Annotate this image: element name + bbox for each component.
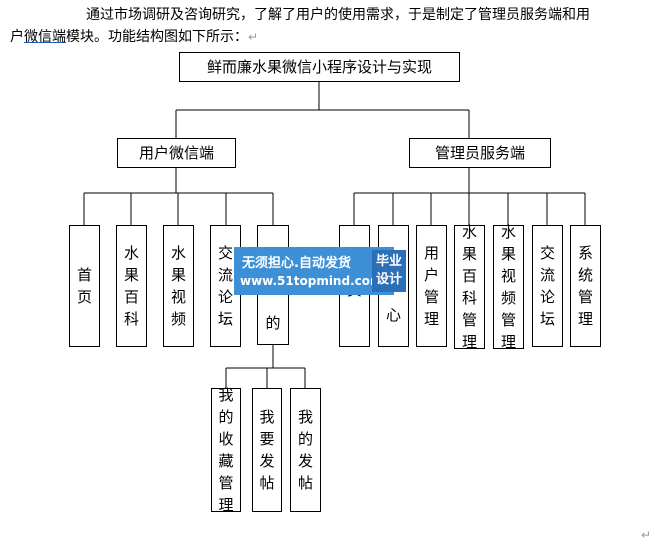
watermark-badge-2: 设计 [375, 272, 402, 287]
node-char: 论 [539, 288, 555, 306]
node-char: 果 [123, 266, 139, 284]
node-char: 收 [218, 430, 234, 448]
node-char: 理 [577, 310, 593, 328]
wechat-term: 微信端 [24, 29, 66, 45]
node-text: 用 [423, 244, 439, 262]
node-text: 心 [385, 306, 401, 324]
node-text: 我 [259, 408, 275, 426]
node-text: 水 [170, 244, 186, 262]
user-node-home: 首页 [69, 225, 100, 347]
admin-node-video-mgmt: 水果视频管理 [493, 223, 524, 351]
admin-node-wiki-mgmt: 水果百科管理 [454, 223, 485, 351]
intro-text-2a: 户 [10, 29, 24, 45]
node-char: 果 [500, 245, 516, 263]
sub-node-post: 我要发帖 [252, 388, 282, 512]
node-char: 理 [461, 333, 477, 351]
user-branch-node: 用户微信端 [117, 138, 236, 168]
node-text: 我 [218, 386, 234, 404]
node-char: 帖 [259, 474, 275, 492]
root-node: 鲜而廉水果微信小程序设计与实现 [179, 52, 460, 82]
node-text: 首 [76, 266, 92, 284]
intro-line-1: 通过市场调研及咨询研究，了解了用户的使用需求，于是制定了管理员服务端和用 [86, 4, 590, 26]
node-char: 藏 [218, 452, 234, 470]
node-char: 流 [217, 266, 233, 284]
node-char: 论 [217, 288, 233, 306]
admin-node-user-mgmt: 用户管理 [416, 225, 447, 347]
user-node-fruit-video: 水果视频 [163, 225, 194, 347]
root-label: 鲜而廉水果微信小程序设计与实现 [206, 57, 432, 76]
admin-branch-label: 管理员服务端 [434, 143, 525, 162]
node-char: 户 [423, 266, 439, 284]
node-char: 坛 [539, 310, 555, 328]
node-char: 管 [423, 288, 439, 306]
node-text: 的 [265, 314, 281, 332]
node-char: 帖 [297, 474, 313, 492]
watermark-badge: 毕业 设计 [372, 250, 406, 292]
node-char: 科 [461, 289, 477, 307]
node-char: 统 [577, 266, 593, 284]
intro-text-2b: 模块。功能结构图如下所示： [66, 29, 248, 45]
watermark-banner: 无须担心.自动发货 www.51topmind.com [234, 247, 394, 295]
paragraph-mark: ↵ [248, 30, 259, 44]
node-char: 果 [461, 245, 477, 263]
admin-node-forum: 交流论坛 [532, 225, 563, 347]
node-char: 频 [170, 310, 186, 328]
node-text: 我 [297, 408, 313, 426]
node-char: 的 [218, 408, 234, 426]
watermark-line-1: 无须担心.自动发货 [242, 256, 351, 271]
node-char: 坛 [217, 310, 233, 328]
node-char: 科 [123, 310, 139, 328]
node-char: 页 [76, 288, 92, 306]
node-char: 管 [461, 311, 477, 329]
admin-branch-node: 管理员服务端 [409, 138, 551, 168]
watermark-badge-1: 毕业 [375, 254, 402, 269]
node-char: 百 [123, 288, 139, 306]
node-char: 理 [218, 496, 234, 514]
admin-node-system-mgmt: 系统管理 [570, 225, 601, 347]
node-char: 管 [577, 288, 593, 306]
user-node-forum: 交流论坛 [210, 225, 241, 347]
node-char: 视 [500, 267, 516, 285]
node-char: 果 [170, 266, 186, 284]
sub-node-my-posts: 我的发帖 [290, 388, 321, 512]
intro-text-1: 通过市场调研及咨询研究，了解了用户的使用需求，于是制定了管理员服务端和用 [86, 7, 590, 23]
watermark-line-2: www.51topmind.com [240, 274, 383, 288]
node-text: 水 [500, 223, 516, 241]
node-char: 发 [297, 452, 313, 470]
end-paragraph-mark: ↵ [641, 528, 652, 542]
node-char: 要 [259, 430, 275, 448]
node-text: 交 [539, 244, 555, 262]
node-char: 百 [461, 267, 477, 285]
node-char: 的 [297, 430, 313, 448]
sub-node-favorites: 我的收藏管理 [211, 386, 241, 514]
node-char: 视 [170, 288, 186, 306]
node-text: 交 [217, 244, 233, 262]
node-text: 系 [577, 244, 593, 262]
intro-line-2: 户微信端模块。功能结构图如下所示：↵ [10, 26, 258, 48]
node-char: 理 [500, 333, 516, 351]
node-char: 频 [500, 289, 516, 307]
user-branch-label: 用户微信端 [138, 143, 214, 162]
user-node-fruit-wiki: 水果百科 [116, 225, 147, 347]
node-char: 发 [259, 452, 275, 470]
node-text: 水 [123, 244, 139, 262]
node-text: 水 [461, 223, 477, 241]
node-char: 管 [218, 474, 234, 492]
node-char: 流 [539, 266, 555, 284]
node-char: 管 [500, 311, 516, 329]
node-char: 理 [423, 310, 439, 328]
